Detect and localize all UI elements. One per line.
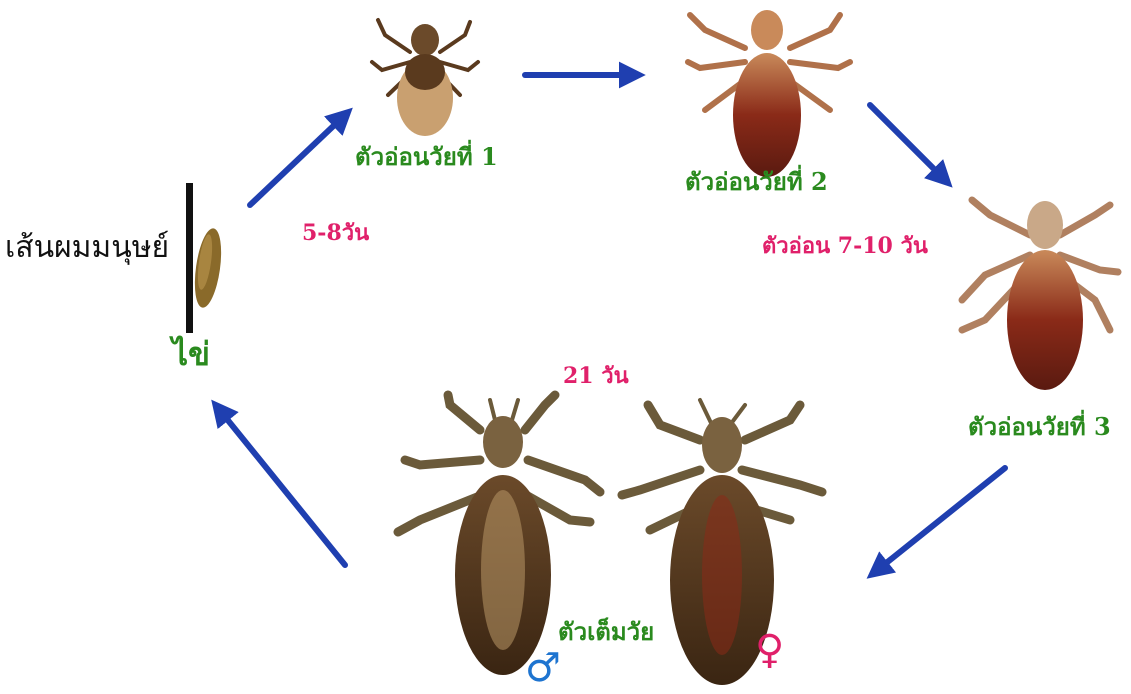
louse-nymph-2-icon: [688, 10, 850, 177]
egg-label: ไข่: [172, 338, 210, 370]
cycle-arrows: [218, 75, 1005, 572]
arrow-nymph2-to-nymph3: [870, 105, 945, 180]
adult-label: ตัวเต็มวัย: [558, 620, 654, 644]
louse-nymph-1-icon: [372, 20, 478, 136]
adult-duration-label: 21 วัน: [563, 365, 629, 387]
nymph3-label: ตัวอ่อนวัยที่ 3: [968, 415, 1111, 439]
arrow-adult-to-egg: [218, 408, 345, 565]
male-symbol-icon: ♂: [525, 648, 561, 688]
louse-nymph-3-icon: [962, 200, 1118, 390]
female-symbol-icon: ♀: [755, 630, 784, 670]
nymph-duration-label: ตัวอ่อน 7-10 วัน: [762, 235, 928, 257]
egg-on-hair-icon: [186, 183, 225, 333]
egg-duration-label: 5-8วัน: [302, 222, 369, 244]
nymph1-label: ตัวอ่อนวัยที่ 1: [355, 145, 498, 169]
nymph2-label: ตัวอ่อนวัยที่ 2: [685, 170, 828, 194]
arrow-nymph3-to-adult: [875, 468, 1005, 572]
arrow-egg-to-nymph1: [250, 115, 345, 205]
hair-label: เส้นผมมนุษย์: [5, 233, 169, 263]
